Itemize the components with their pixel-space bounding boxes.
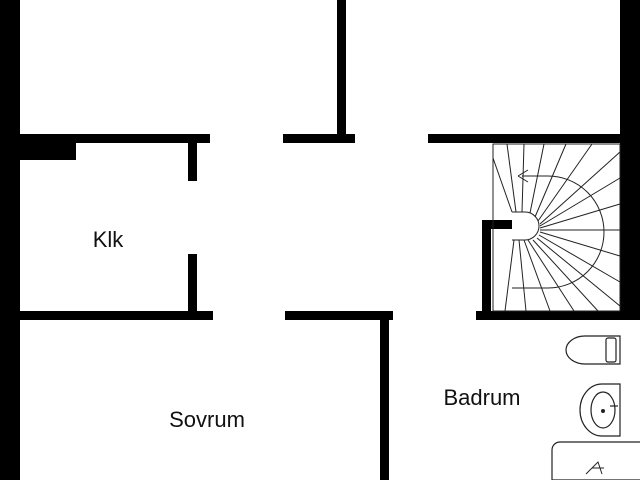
wall-klk-upper-post: [188, 143, 197, 181]
wall-stair-inner-horizontal: [482, 220, 512, 229]
sink-icon: [579, 383, 621, 437]
room-label-badrum: Badrum: [443, 385, 520, 410]
wall-horizontal-lower-left: [20, 311, 213, 320]
wall-left-outer: [0, 0, 20, 480]
wall-thick-corner-block: [20, 134, 76, 160]
wall-right-outer: [620, 0, 640, 320]
stair-curve-outer: [512, 175, 605, 289]
stair-curve-inner: [512, 211, 540, 241]
staircase: [492, 143, 621, 312]
stair-direction-arrow: [517, 169, 529, 183]
toilet-icon: [565, 335, 621, 365]
wall-horizontal-upper-mid: [283, 134, 355, 143]
wall-horizontal-upper-right: [428, 134, 628, 143]
shower-icon: [551, 441, 640, 480]
wall-badrum-left: [380, 318, 389, 480]
wall-horizontal-lower-right: [476, 311, 628, 320]
bathroom-fixtures: [551, 335, 640, 480]
stair-outline: [492, 143, 621, 312]
stair-treads: [492, 143, 621, 312]
room-label-klk: Klk: [93, 227, 125, 252]
wall-horizontal-lower-mid: [285, 311, 393, 320]
wall-horizontal-upper-left: [20, 134, 210, 143]
room-label-sovrum: Sovrum: [169, 407, 245, 432]
wall-stair-inner-vertical: [482, 220, 491, 318]
wall-klk-lower-post: [188, 254, 197, 314]
wall-top-room-divider: [337, 0, 346, 142]
